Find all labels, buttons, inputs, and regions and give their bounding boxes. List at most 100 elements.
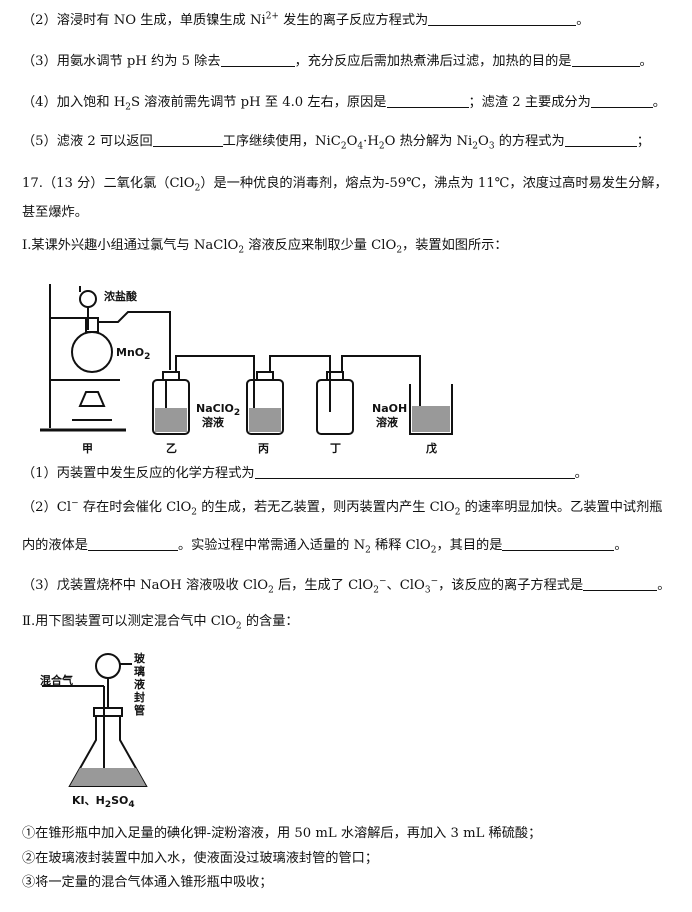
q17-intro: 17.（13 分）二氧化氯（ClO2）是一种优良的消毒剂，熔点为-59℃，沸点为…	[22, 176, 668, 194]
text: 璃	[134, 665, 145, 678]
text: 稀释 ClO	[370, 538, 431, 553]
text: ·H	[363, 134, 379, 149]
text: −	[430, 576, 439, 587]
text: （4）加入饱和 H	[22, 95, 126, 110]
text: 发生的离子反应方程式为	[278, 13, 429, 28]
text: 2	[194, 183, 201, 194]
text: ，该反应的离子方程式是	[438, 578, 584, 593]
text: 4	[357, 141, 364, 152]
text: Ⅱ.用下图装置可以测定混合气中 ClO	[22, 614, 236, 629]
text: ；滤渣 2 主要成分为	[468, 95, 591, 110]
text: （3）戊装置烧杯中 NaOH 溶液吸收 ClO	[22, 578, 269, 593]
text: 的生成，若无乙装置，则丙装置内产生 ClO	[197, 500, 455, 515]
text: （5）滤液 2 可以返回	[22, 134, 153, 149]
text: 2	[191, 507, 197, 518]
tube-3	[269, 355, 331, 412]
text: ，其目的是	[436, 538, 503, 553]
text: 溶液	[202, 416, 224, 429]
q17-q2-cont: 内的液体是。实验过程中常需通入适量的 N2 稀释 ClO2，其目的是。	[22, 538, 628, 556]
text: 。	[614, 538, 628, 553]
text: 。	[576, 13, 590, 28]
q16-part3: （3）用氨水调节 pH 约为 5 除去，充分反应后需加热煮沸后过滤，加热的目的是…	[22, 54, 653, 70]
text: 的方程式为	[494, 134, 565, 149]
answer-blank[interactable]	[386, 95, 469, 108]
text: 2	[365, 545, 371, 556]
liquid-yi	[155, 408, 187, 432]
text: 17.（13 分）二氧化氯（ClO	[22, 176, 195, 191]
answer-blank[interactable]	[571, 54, 640, 67]
text: KI、H	[72, 794, 105, 807]
text: 3	[488, 141, 495, 152]
text: 2	[233, 408, 241, 419]
q16-part4: （4）加入饱和 H2S 溶液前需先调节 pH 至 4.0 左右，原因是；滤渣 2…	[22, 95, 666, 113]
answer-blank[interactable]	[590, 95, 653, 108]
answer-blank[interactable]	[583, 578, 658, 591]
text: 。	[657, 578, 671, 593]
text: O	[478, 134, 489, 149]
liquid-bing	[249, 408, 281, 432]
answer-blank[interactable]	[152, 134, 223, 147]
step-2: ②在玻璃液封装置中加入水，使液面没过玻璃液封管的管口；	[22, 851, 379, 866]
text: 2	[104, 800, 112, 811]
answer-blank[interactable]	[502, 538, 615, 551]
label-naclo2: NaClO2 溶液	[196, 402, 240, 430]
label-mno2: MnO2	[116, 346, 150, 362]
text: 2+	[265, 11, 279, 22]
answer-blank[interactable]	[87, 538, 178, 551]
label-bing: 丙	[258, 442, 269, 455]
text: （2）溶浸时有 NO 生成，单质镍生成 Ni	[22, 13, 266, 28]
answer-blank[interactable]	[220, 54, 295, 67]
text: 。	[652, 95, 666, 110]
text: −	[378, 576, 387, 587]
label-glass-seal: 玻 璃 液 封 管	[134, 652, 146, 717]
label-ding: 丁	[330, 442, 341, 455]
text: ）是一种优良的消毒剂，熔点为-59℃，沸点为 11℃，浓度过高时易发生分解，	[200, 176, 668, 191]
text: 的速率明显加快。乙装置中试剂瓶	[460, 500, 663, 515]
stopper	[93, 707, 123, 717]
text: 。	[639, 54, 653, 69]
q16-part2: （2）溶浸时有 NO 生成，单质镍生成 Ni2+ 发生的离子反应方程式为 。	[22, 11, 590, 29]
text: 2	[125, 102, 131, 113]
lamp	[78, 391, 106, 407]
q17-intro-cont: 甚至爆炸。	[22, 205, 88, 221]
label-reagent: KI、H2SO4	[72, 792, 135, 811]
text: 的含量：	[241, 614, 299, 629]
text: O	[346, 134, 358, 149]
answer-blank[interactable]	[254, 466, 575, 479]
tube-4	[341, 355, 421, 418]
text: NaClO	[196, 402, 234, 415]
q17-q3: （3）戊装置烧杯中 NaOH 溶液吸收 ClO2 后，生成了 ClO2−、ClO…	[22, 576, 671, 596]
text: 2	[430, 545, 437, 556]
text: NaOH	[372, 402, 408, 415]
text: MnO	[116, 346, 145, 359]
text: 封	[134, 691, 145, 704]
text: 工序继续使用，NiC	[222, 134, 341, 149]
text: ，装置如图所示：	[402, 238, 508, 253]
text: ，充分反应后需加热煮沸后过滤，加热的目的是	[294, 54, 572, 69]
text: 2	[454, 507, 461, 518]
q17-q1: （1）丙装置中发生反应的化学方程式为。	[22, 466, 588, 482]
text: 甚至爆炸。	[22, 205, 88, 220]
q17-q2: （2）Cl− 存在时会催化 ClO2 的生成，若无乙装置，则丙装置内产生 ClO…	[22, 498, 663, 518]
text: 2	[235, 621, 242, 632]
q16-part5: （5）滤液 2 可以返回工序继续使用，NiC2O4·H2O 热分解为 Ni2O3…	[22, 134, 650, 152]
text: 2	[268, 585, 274, 596]
text: 溶液反应来制取少量 ClO	[244, 238, 397, 253]
label-hcl: 浓盐酸	[104, 290, 137, 303]
text: 、ClO	[386, 578, 425, 593]
text: 。实验过程中常需通入适量的 N	[177, 538, 366, 553]
step-1: ①在锥形瓶中加入足量的碘化钾-淀粉溶液，用 50 mL 水溶解后，再加入 3 m…	[22, 826, 542, 841]
text: −	[71, 498, 79, 509]
text: 液	[134, 678, 145, 691]
step-3: ③将一定量的混合气体通入锥形瓶中吸收；	[22, 875, 273, 890]
text: O 热分解为 Ni	[384, 134, 473, 149]
flask-liquid	[70, 768, 146, 786]
answer-blank[interactable]	[428, 13, 577, 26]
label-wu: 戊	[426, 442, 437, 455]
tube-2	[175, 355, 255, 412]
answer-blank[interactable]	[564, 134, 637, 147]
